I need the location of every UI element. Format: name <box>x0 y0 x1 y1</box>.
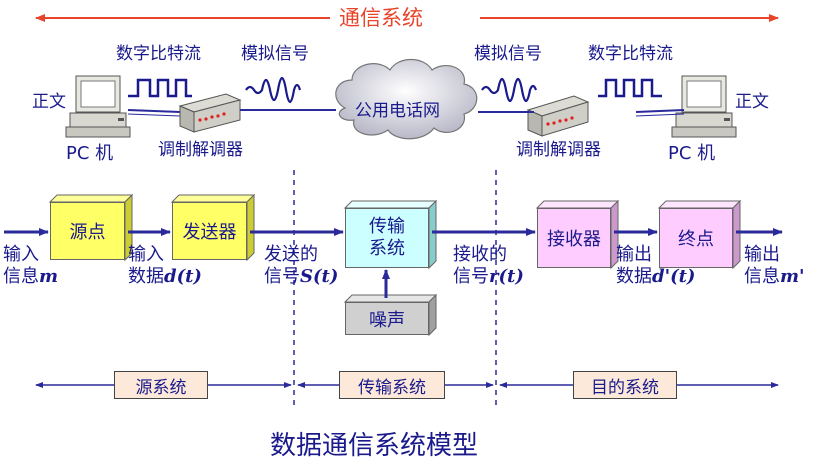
transmitter-block: 发送器 <box>172 202 247 260</box>
left-pc-label: PC 机 <box>66 143 114 164</box>
right-square-wave-icon <box>598 78 662 98</box>
left-pc-icon <box>65 75 131 138</box>
right-bitstream-label: 数字比特流 <box>588 44 673 64</box>
sent-signal-label: 发送的 信号S(t) <box>264 244 339 287</box>
network-label: 公用电话网 <box>355 101 440 121</box>
left-text-label: 正文 <box>32 92 66 112</box>
public-telephone-network-cloud <box>335 58 478 140</box>
right-modem-icon <box>526 95 590 137</box>
source-system-box: 源系统 <box>114 371 208 399</box>
noise-block: 噪声 <box>345 302 429 335</box>
transmission-system-box: 传输系统 <box>339 371 445 399</box>
channel-line-2: 系统 <box>369 238 405 259</box>
received-signal-label: 接收的 信号r(t) <box>453 244 524 287</box>
right-pc-icon <box>671 75 737 138</box>
left-bitstream-label: 数字比特流 <box>116 44 201 64</box>
right-analog-label: 模拟信号 <box>474 44 542 64</box>
right-modem-label: 调制解调器 <box>516 140 601 160</box>
transmitter-block-shape <box>170 193 256 262</box>
output-info-label: 输出 信息m' <box>744 244 805 287</box>
transmission-system-block: 传输 系统 <box>345 208 429 268</box>
diagram-caption: 数据通信系统模型 <box>270 431 479 461</box>
input-data-label: 输入 数据d(t) <box>128 244 202 287</box>
noise-block-shape <box>343 293 438 337</box>
communication-system-title: 通信系统 <box>339 6 423 30</box>
left-analog-label: 模拟信号 <box>241 44 309 64</box>
channel-block-shape <box>343 199 438 270</box>
channel-line-1: 传输 <box>369 216 405 237</box>
input-info-label: 输入 信息m <box>3 244 59 287</box>
right-analog-wave-icon <box>481 77 538 103</box>
right-text-label: 正文 <box>735 92 769 112</box>
left-square-wave-icon <box>128 78 192 98</box>
left-modem-icon <box>178 93 242 133</box>
output-data-label: 输出 数据d'(t) <box>616 244 696 287</box>
left-modem-label: 调制解调器 <box>158 140 243 160</box>
destination-system-box: 目的系统 <box>573 371 677 399</box>
source-block-shape <box>48 193 134 262</box>
source-block: 源点 <box>50 202 125 260</box>
right-pc-label: PC 机 <box>668 143 716 164</box>
receiver-block: 接收器 <box>537 208 611 268</box>
destination-block: 终点 <box>659 208 733 268</box>
left-analog-wave-icon <box>245 76 302 104</box>
